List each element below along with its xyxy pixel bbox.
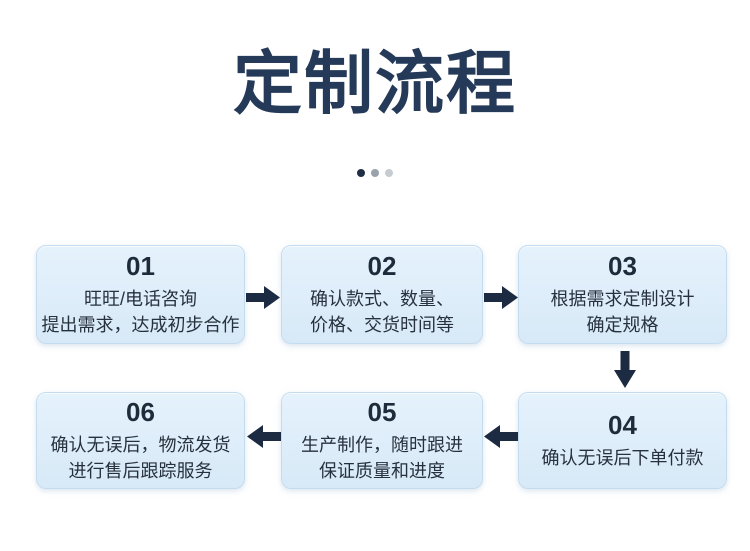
step-box-02: 02 确认款式、数量、 价格、交货时间等	[281, 245, 483, 344]
step-text-line: 生产制作，随时跟进	[301, 435, 463, 456]
step-text-line: 进行售后跟踪服务	[68, 461, 213, 482]
step-text-line: 确认无误后下单付款	[541, 448, 704, 469]
page-title: 定制流程	[233, 45, 517, 122]
step-box-04: 04 确认无误后下单付款	[518, 392, 727, 489]
step-box-05: 05 生产制作，随时跟进 保证质量和进度	[281, 392, 483, 489]
carousel-dot-active	[357, 169, 365, 177]
step-text-line: 确认无误后，物流发货	[50, 435, 231, 456]
step-number: 05	[367, 396, 397, 427]
step-box-03: 03 根据需求定制设计 确定规格	[518, 245, 727, 344]
step-number: 03	[608, 250, 637, 281]
arrow-down-icon	[614, 351, 636, 388]
step-text-line: 价格、交货时间等	[310, 315, 454, 336]
carousel-dot	[385, 169, 393, 177]
step-text-line: 根据需求定制设计	[550, 289, 695, 310]
step-text-line: 确认款式、数量、	[310, 289, 454, 310]
step-text-line: 提出需求，达成初步合作	[41, 315, 240, 336]
step-number: 02	[367, 250, 397, 281]
carousel-dot	[371, 169, 379, 177]
carousel-dots	[0, 169, 750, 177]
step-number: 04	[608, 409, 637, 440]
step-text-line: 确定规格	[586, 315, 659, 336]
step-text-line: 旺旺/电话咨询	[83, 289, 197, 310]
step-number: 01	[126, 250, 155, 281]
arrow-right-icon	[246, 286, 280, 309]
step-box-01: 01 旺旺/电话咨询 提出需求，达成初步合作	[36, 245, 245, 344]
step-number: 06	[126, 396, 155, 427]
arrow-left-icon	[484, 425, 518, 448]
arrow-right-icon	[484, 286, 518, 309]
arrow-left-icon	[247, 425, 281, 448]
step-text-line: 保证质量和进度	[319, 461, 445, 482]
step-box-06: 06 确认无误后，物流发货 进行售后跟踪服务	[36, 392, 245, 489]
